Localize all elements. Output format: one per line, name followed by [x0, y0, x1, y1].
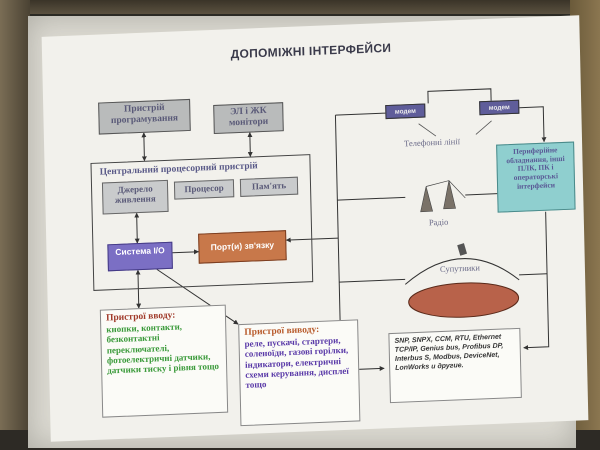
- arrow-io-port: [172, 249, 200, 255]
- comm-port-label: Порт(и) зв'язку: [210, 239, 275, 253]
- connection-lines: [134, 88, 550, 372]
- bus-right: [523, 211, 550, 351]
- phone-line-left: [418, 123, 437, 137]
- memory-label: Пам'ять: [251, 180, 287, 192]
- arrow-port-bus: [285, 237, 339, 243]
- power-supply-box: Джерело живлення: [101, 179, 169, 215]
- monitors-label: ЭЛ і ЖК монітори: [228, 105, 269, 129]
- arrow-power-io: [134, 212, 140, 244]
- satellite-dish-icon: [408, 282, 520, 318]
- bus-to-modem-left: [335, 112, 386, 116]
- modem-link-top: [427, 88, 492, 104]
- presentation-slide: ДОПОМІЖНІ ІНТЕРФЕЙСИ Пристрій програмува…: [41, 15, 589, 442]
- arrow-monitors-cpu: [247, 132, 253, 158]
- programming-device-box: Пристрій програмування: [98, 98, 191, 135]
- io-system-box: Система I/O: [107, 241, 173, 272]
- projection-screen: ДОПОМІЖНІ ІНТЕРФЕЙСИ Пристрій програмува…: [28, 15, 589, 448]
- phone-line-right: [475, 120, 492, 135]
- processor-label: Процесор: [184, 182, 224, 195]
- satellites-label: Супутники: [439, 262, 481, 275]
- input-devices-body: кнопки, контакти, безконтактні переключа…: [106, 321, 220, 376]
- power-supply-label: Джерело живлення: [114, 183, 156, 206]
- radio-label: Радіо: [428, 216, 449, 228]
- output-devices-body: реле, пускачі, стартери, соленоїди, газо…: [244, 334, 349, 391]
- modem-left-label: модем: [394, 107, 416, 116]
- room-wall-left: [0, 0, 30, 450]
- arrow-programming-cpu: [141, 132, 147, 162]
- satellite-icon: [457, 243, 468, 256]
- arrow-io-inputs: [135, 269, 142, 309]
- satellite-to-right: [519, 273, 548, 276]
- programming-device-label: Пристрій програмування: [110, 102, 179, 127]
- satellite-arc-icon: [404, 258, 520, 285]
- bus-to-satellite: [339, 278, 406, 283]
- peripherals-label: Периферійне обладнання, інші ПЛК, ПК і о…: [506, 145, 565, 191]
- bus-to-radio: [337, 196, 406, 201]
- modem-right-label: модем: [488, 104, 510, 112]
- processor-box: Процесор: [173, 179, 235, 200]
- peripherals-box: Периферійне обладнання, інші ПЛК, ПК і о…: [496, 141, 576, 213]
- input-devices-box: Пристрої вводу: кнопки, контакти, безкон…: [99, 304, 229, 418]
- protocols-box: SNP, SNPX, CCM, RTU, Ethernet TCP/IP, Ge…: [388, 327, 522, 404]
- modem-to-peripherals: [519, 106, 547, 143]
- output-devices-box: Пристрої виводу: реле, пускачі, стартери…: [238, 319, 361, 427]
- io-system-label: Система I/O: [115, 245, 165, 258]
- modem-right: модем: [479, 99, 520, 116]
- monitors-box: ЭЛ і ЖК монітори: [213, 102, 284, 134]
- memory-box: Пам'ять: [239, 176, 299, 197]
- room-ceiling: [0, 0, 600, 14]
- comm-port-box: Порт(и) зв'язку: [198, 230, 287, 264]
- protocols-label: SNP, SNPX, CCM, RTU, Ethernet TCP/IP, Ge…: [394, 333, 504, 373]
- modem-left: модем: [385, 103, 426, 120]
- radio-antenna-icon: [420, 180, 466, 213]
